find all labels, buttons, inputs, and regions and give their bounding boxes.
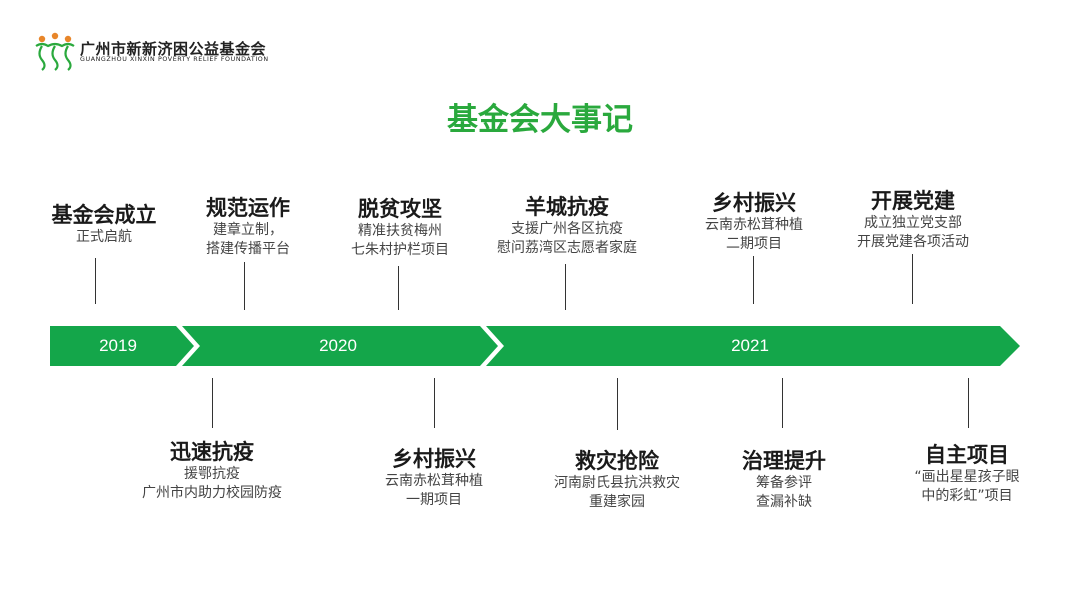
connector-line xyxy=(244,262,245,310)
event-detail-line: 一期项目 xyxy=(406,492,462,508)
foundation-logo-icon xyxy=(35,32,75,71)
event-detail-line: 广州市内助力校园防疫 xyxy=(142,485,282,501)
event-heading: 规范运作 xyxy=(206,196,290,220)
event-detail-line: 支援广州各区抗疫 xyxy=(511,221,623,237)
event-detail-line: 成立独立党支部 xyxy=(864,215,962,231)
page-title: 基金会大事记 xyxy=(447,102,633,138)
event-heading: 治理提升 xyxy=(742,449,826,473)
connector-line xyxy=(95,258,96,304)
event-detail-line: 七朱村护栏项目 xyxy=(351,242,449,258)
event-heading: 脱贫攻坚 xyxy=(358,197,442,221)
event-heading: 开展党建 xyxy=(871,189,955,213)
event-detail-line: “画出星星孩子眼 xyxy=(914,469,1020,485)
event-rapid-anti-epidemic: 迅速抗疫 援鄂抗疫 广州市内助力校园防疫 xyxy=(120,439,304,503)
year-label-2020: 2020 xyxy=(319,336,357,355)
event-detail-line: 正式启航 xyxy=(76,229,132,245)
event-disaster-relief: 救灾抢险 河南尉氏县抗洪救灾 重建家园 xyxy=(536,448,698,512)
connector-line xyxy=(565,264,566,310)
event-standardized-operation: 规范运作 建章立制， 搭建传播平台 xyxy=(170,195,326,259)
timeline-band: 2019 2020 2021 xyxy=(50,326,1020,366)
event-detail-line: 中的彩虹”项目 xyxy=(921,488,1013,504)
event-detail-line: 援鄂抗疫 xyxy=(184,466,240,482)
event-detail-line: 筹备参评 xyxy=(756,475,812,491)
event-foundation-established: 基金会成立 正式启航 xyxy=(26,202,182,247)
connector-line xyxy=(398,266,399,310)
event-detail-line: 精准扶贫梅州 xyxy=(358,223,442,239)
connector-line xyxy=(212,378,213,428)
logo-name-cn: 广州市新新济困公益基金会 xyxy=(80,40,267,58)
logo-name-en: GUANGZHOU XINXIN POVERTY RELIEF FOUNDATI… xyxy=(80,56,269,63)
event-detail-line: 慰问荔湾区志愿者家庭 xyxy=(497,240,637,256)
event-rural-revitalization-phase-2: 乡村振兴 云南赤松茸种植 二期项目 xyxy=(676,190,832,254)
event-detail-line: 云南赤松茸种植 xyxy=(705,217,803,233)
connector-line xyxy=(782,378,783,428)
event-heading: 迅速抗疫 xyxy=(170,440,254,464)
event-rural-revitalization-phase-1: 乡村振兴 云南赤松茸种植 一期项目 xyxy=(356,446,512,510)
event-poverty-alleviation: 脱贫攻坚 精准扶贫梅州 七朱村护栏项目 xyxy=(320,196,480,260)
event-heading: 基金会成立 xyxy=(51,203,157,227)
event-detail-line: 二期项目 xyxy=(726,236,782,252)
timeline-arrows xyxy=(50,326,1020,366)
connector-line xyxy=(617,378,618,430)
event-independent-project: 自主项目 “画出星星孩子眼 中的彩虹”项目 xyxy=(894,442,1040,506)
timeline-segment-2020 xyxy=(182,326,498,366)
event-party-building: 开展党建 成立独立党支部 开展党建各项活动 xyxy=(834,188,992,252)
timeline-segment-2019 xyxy=(50,326,194,366)
foundation-logo: 广州市新新济困公益基金会 GUANGZHOU XINXIN POVERTY RE… xyxy=(34,32,294,72)
event-detail-line: 重建家园 xyxy=(589,494,645,510)
event-heading: 羊城抗疫 xyxy=(525,195,609,219)
event-heading: 救灾抢险 xyxy=(575,449,659,473)
event-detail-line: 建章立制， xyxy=(213,222,283,238)
event-detail-line: 河南尉氏县抗洪救灾 xyxy=(554,475,680,491)
event-detail-line: 搭建传播平台 xyxy=(206,241,290,257)
event-heading: 乡村振兴 xyxy=(712,191,796,215)
event-heading: 乡村振兴 xyxy=(392,447,476,471)
event-detail-line: 开展党建各项活动 xyxy=(857,234,969,250)
connector-line xyxy=(912,254,913,304)
connector-line xyxy=(434,378,435,428)
event-detail-line: 查漏补缺 xyxy=(756,494,812,510)
connector-line xyxy=(968,378,969,428)
event-guangzhou-anti-epidemic: 羊城抗疫 支援广州各区抗疫 慰问荔湾区志愿者家庭 xyxy=(478,194,656,258)
event-governance-improvement: 治理提升 筹备参评 查漏补缺 xyxy=(714,448,854,512)
year-label-2019: 2019 xyxy=(99,336,137,355)
event-heading: 自主项目 xyxy=(925,443,1009,467)
connector-line xyxy=(753,256,754,304)
year-label-2021: 2021 xyxy=(731,336,769,355)
event-detail-line: 云南赤松茸种植 xyxy=(385,473,483,489)
timeline-segment-2021 xyxy=(486,326,1020,366)
